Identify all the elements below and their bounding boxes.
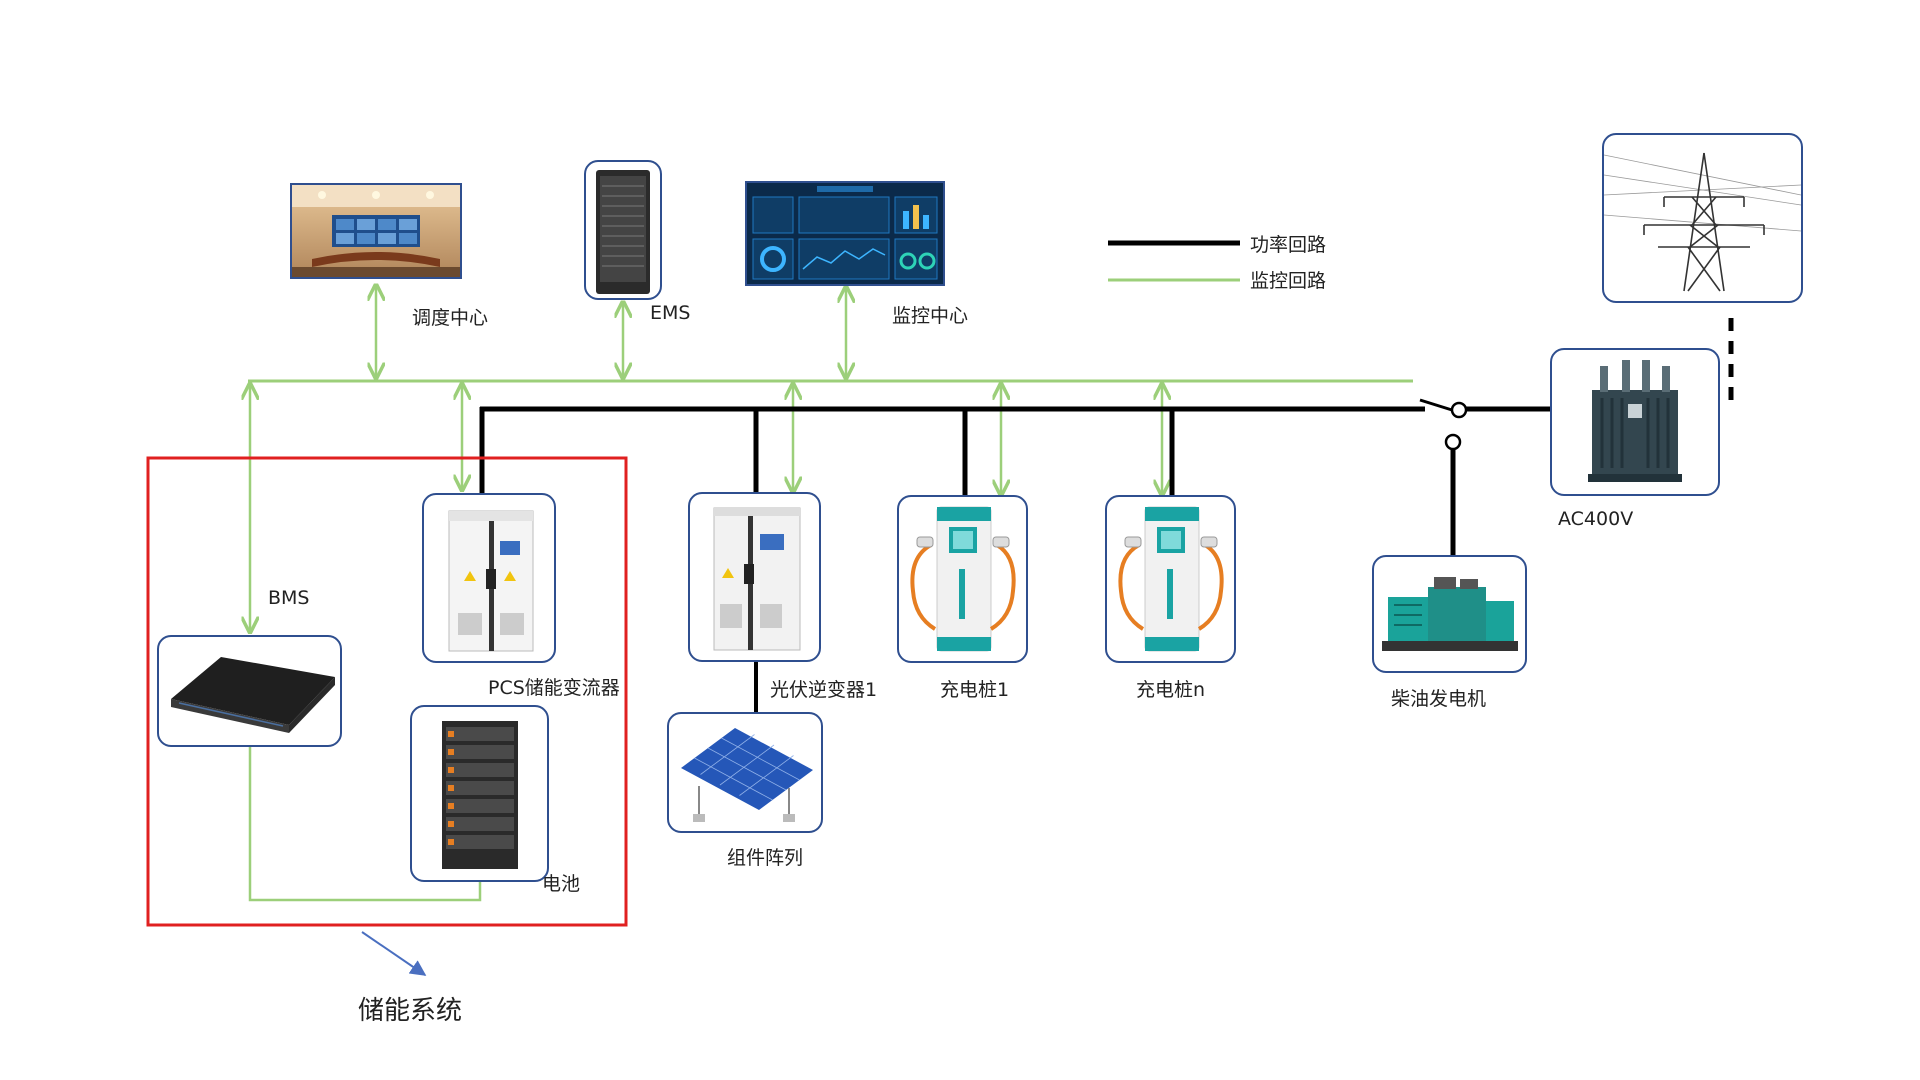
transformer-label: AC400V [1558, 508, 1634, 530]
ev-charger-icon [910, 506, 1016, 652]
transformer-card [1550, 348, 1720, 496]
solar-panel-icon [681, 728, 813, 822]
pcs-card [422, 493, 556, 663]
diesel-generator-icon [1382, 577, 1518, 651]
charger-n-card [1105, 495, 1236, 663]
server-rack-icon [596, 170, 650, 294]
pv-array-label: 组件阵列 [727, 847, 804, 869]
bms-device-icon [171, 657, 335, 733]
diesel-generator-label: 柴油发电机 [1391, 688, 1487, 710]
monitor-center-dashboard [745, 181, 945, 286]
ev-charger-icon [1118, 506, 1224, 652]
power-tower-icon [1604, 152, 1801, 292]
storage-system-label: 储能系统 [358, 996, 463, 1026]
grid-tower-card [1602, 133, 1803, 303]
monitor-link-bms-battery [248, 745, 482, 902]
charger-1-card [897, 495, 1028, 663]
battery-label: 电池 [542, 873, 581, 895]
bms-label: BMS [268, 587, 310, 609]
battery-card [410, 705, 549, 882]
storage-system-box [146, 456, 628, 927]
switch-contact-top [1450, 401, 1468, 419]
switch-contact-generator [1444, 433, 1462, 451]
monitor-center-label: 监控中心 [892, 305, 969, 327]
pv-inverter-card [688, 492, 821, 662]
charger-n-label: 充电桩n [1136, 679, 1206, 701]
bms-card [157, 635, 342, 747]
ems-card [584, 160, 662, 300]
diesel-generator-card [1372, 555, 1527, 673]
pcs-cabinet-icon [448, 510, 534, 652]
charger-1-label: 充电桩1 [940, 679, 1010, 701]
pv-inverter-label: 光伏逆变器1 [770, 679, 878, 701]
transformer-icon [1588, 360, 1682, 482]
dispatch-center-label: 调度中心 [412, 307, 489, 329]
switch-blade [1419, 398, 1453, 412]
ems-label: EMS [650, 302, 691, 324]
storage-pointer-arrow [361, 931, 427, 976]
battery-rack-icon [442, 721, 518, 869]
legend-power-label: 功率回路 [1250, 234, 1327, 256]
pv-inverter-icon [713, 507, 801, 651]
pv-array-card [667, 712, 823, 833]
legend-monitor-label: 监控回路 [1250, 270, 1327, 292]
dispatch-center-image [290, 183, 462, 279]
pcs-label: PCS储能变流器 [488, 677, 620, 699]
